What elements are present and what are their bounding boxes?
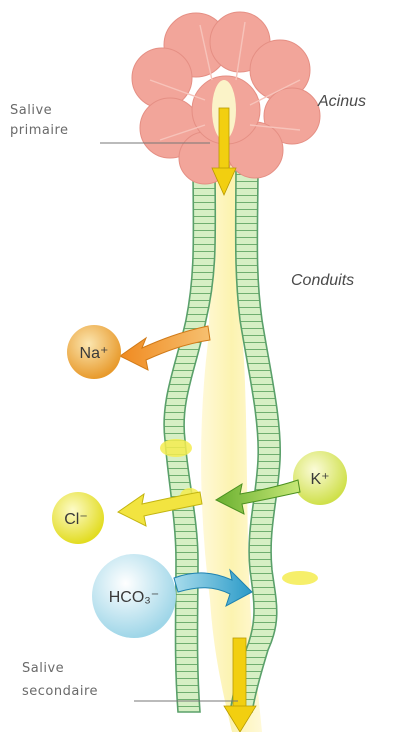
label-conduits: Conduits xyxy=(291,272,354,290)
wall-gap-left xyxy=(160,439,192,457)
label-salive-secondaire-1: Salive xyxy=(22,660,64,678)
na-label: Na⁺ xyxy=(80,345,109,362)
cl-label: Cl⁻ xyxy=(64,511,88,528)
hco3-label: HCO₃⁻ xyxy=(109,589,160,606)
label-salive-secondaire-2: secondaire xyxy=(22,683,98,701)
label-acinus: Acinus xyxy=(318,93,366,111)
label-salive-primaire-2: primaire xyxy=(10,122,69,140)
wall-gap-right xyxy=(282,571,318,585)
k-label: K⁺ xyxy=(310,471,329,488)
label-salive-primaire-1: Salive xyxy=(10,102,52,120)
